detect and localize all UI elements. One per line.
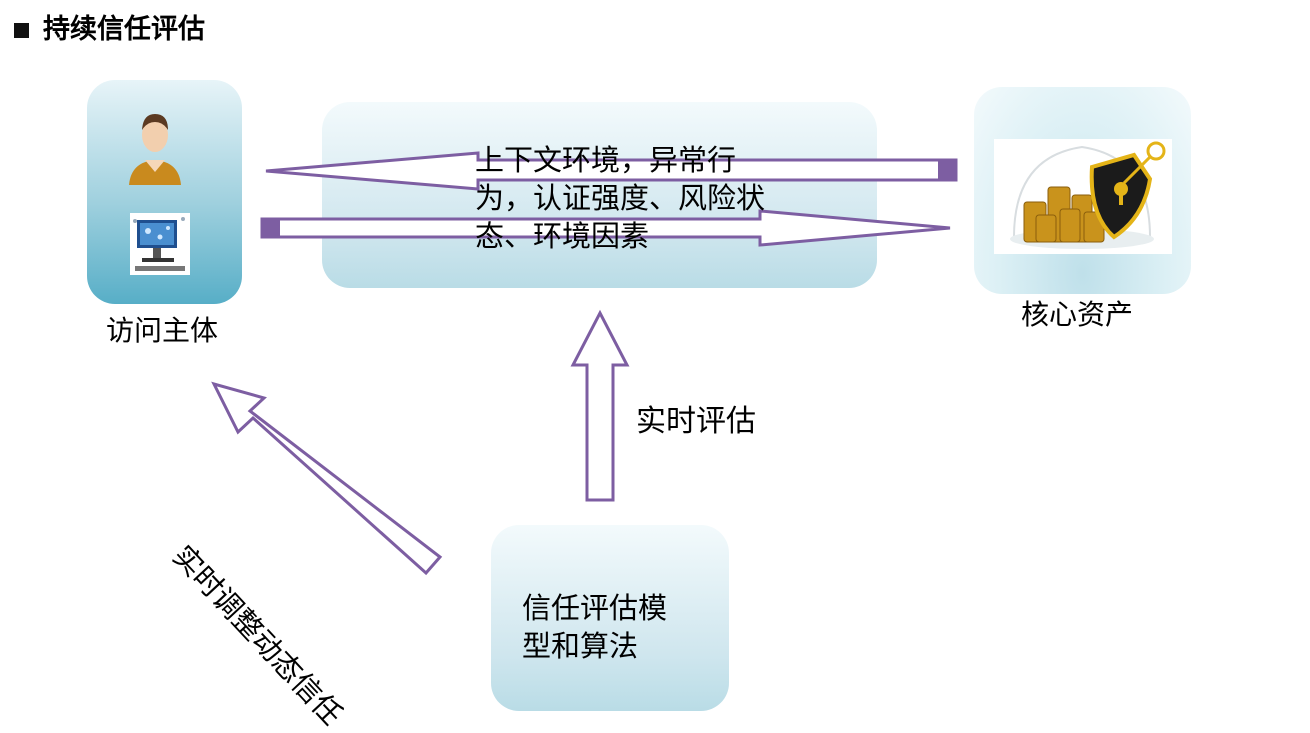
context-box [322, 102, 877, 288]
page-title: 持续信任评估 [14, 10, 205, 50]
trust-model-text: 信任评估模型和算法 [522, 591, 668, 663]
realtime-evaluate-label: 实时评估 [636, 404, 756, 439]
square-bullet-icon [14, 22, 29, 38]
gold-coins-shield-icon [994, 139, 1172, 254]
context-factors-text: 上下文环境，异常行为，认证强度、风险状态、环境因素 [475, 143, 766, 253]
arrow-adjust-trust [211, 381, 443, 576]
core-asset-label: 核心资产 [1021, 298, 1134, 331]
core-asset-box [974, 87, 1191, 294]
access-subject-label: 访问主体 [106, 314, 219, 347]
page-title-text: 持续信任评估 [43, 14, 205, 45]
computer-icon [130, 213, 190, 275]
subject-icons [129, 114, 190, 275]
person-icon [129, 114, 181, 185]
trust-model-box [491, 525, 729, 711]
arrow-realtime-evaluate [570, 309, 630, 502]
access-subject-box [87, 80, 242, 304]
arrow-to-subject [265, 151, 958, 191]
arrow-to-asset [260, 209, 951, 247]
